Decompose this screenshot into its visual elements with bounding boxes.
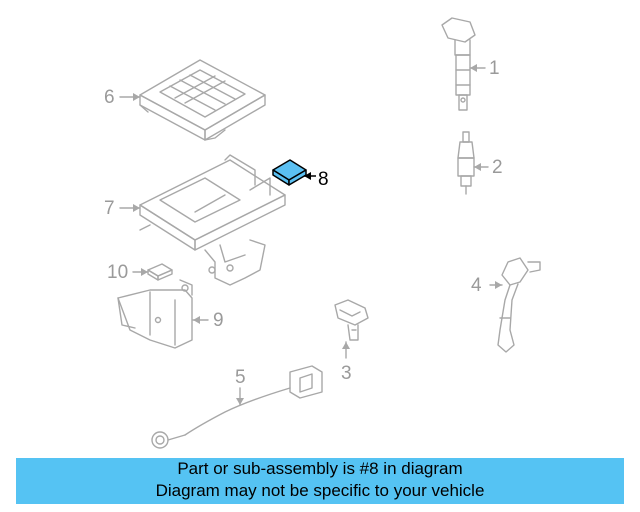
callout-label-9: 9 <box>213 310 224 331</box>
part-3-sensor[interactable] <box>334 299 369 341</box>
part-7-mounting-bracket[interactable] <box>139 154 286 286</box>
part-4-sensor[interactable] <box>497 257 541 353</box>
leader-lines <box>119 67 503 406</box>
callout-label-7: 7 <box>104 198 115 219</box>
callout-label-8: 8 <box>318 169 329 190</box>
part-5-knock-sensor[interactable] <box>151 365 323 449</box>
part-2-spark-plug[interactable] <box>457 131 475 195</box>
info-banner: Part or sub-assembly is #8 in diagram Di… <box>16 458 624 504</box>
part-8-highlighted[interactable] <box>272 159 316 186</box>
part-1-ignition-coil[interactable] <box>441 17 476 111</box>
callout-label-1: 1 <box>489 58 500 79</box>
banner-line-1: Part or sub-assembly is #8 in diagram <box>177 459 463 478</box>
part-9-bracket-assembly[interactable] <box>117 279 193 349</box>
callout-label-4: 4 <box>471 275 482 296</box>
callout-label-6: 6 <box>104 87 115 108</box>
part-10-clip[interactable] <box>147 263 173 281</box>
part-6-ecu-module[interactable] <box>139 59 266 141</box>
callout-label-5: 5 <box>235 367 246 388</box>
callout-label-10: 10 <box>107 262 129 283</box>
arrow-heads <box>133 64 502 405</box>
banner-line-2: Diagram may not be specific to your vehi… <box>155 481 485 500</box>
callout-label-2: 2 <box>492 157 503 178</box>
callout-label-3: 3 <box>341 363 352 384</box>
